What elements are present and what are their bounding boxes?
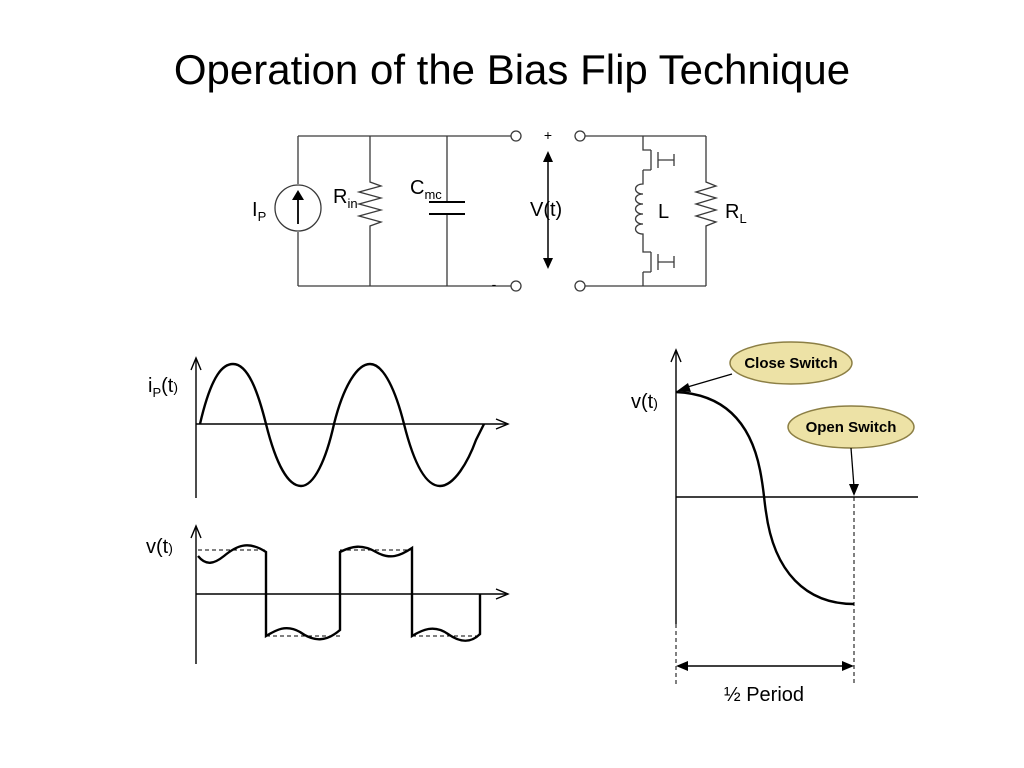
close-switch-callout: [729, 341, 853, 385]
voltage-waveform-line: [197, 544, 482, 642]
minus-sign: -: [492, 276, 497, 292]
resistor-rl-label: RL: [725, 201, 747, 226]
terminal-left-bottom: [510, 280, 522, 292]
current-waveform-plot: iP(t): [148, 356, 510, 498]
right-waveform-line: [675, 390, 855, 606]
resistor-rin-label: Rin: [333, 186, 358, 211]
voltage-label: V(t): [530, 199, 562, 221]
terminal-right-top: [574, 130, 586, 142]
current-source-symbol: [274, 184, 322, 232]
capacitor-cmc-label: Cmc: [410, 177, 442, 202]
open-switch-pointer-icon: [850, 447, 855, 488]
terminal-right-bottom: [574, 280, 586, 292]
close-switch-pointer-icon: [683, 373, 733, 389]
switch-top-symbol: [642, 136, 675, 176]
switch-bottom-symbol: [642, 242, 675, 286]
current-waveform-line: [198, 362, 486, 488]
page-title: Operation of the Bias Flip Technique: [174, 46, 850, 93]
terminal-left-top: [510, 130, 522, 142]
voltage-plot-label: v(t): [146, 536, 173, 558]
right-plot-label: v(t): [631, 391, 658, 413]
voltage-waveform-plot: v(t): [146, 524, 510, 664]
resistor-rl-symbol: [693, 136, 719, 286]
inductor-l-symbol: [634, 176, 644, 242]
inductor-l-label: L: [658, 201, 669, 223]
resistor-rin-symbol: [356, 136, 384, 286]
close-switch-label: Close Switch: [744, 355, 837, 372]
open-switch-label: Open Switch: [806, 419, 897, 436]
current-source-label: IP: [252, 199, 266, 224]
half-period-plot: ½ Period v(t) Close Switch Open Switch: [631, 341, 918, 706]
plus-sign: +: [544, 127, 552, 143]
bias-flip-circuit: IP Rin Cmc + - V(t) L RL: [252, 127, 747, 292]
half-period-label: ½ Period: [724, 684, 804, 706]
current-plot-label: iP(t): [148, 375, 178, 400]
